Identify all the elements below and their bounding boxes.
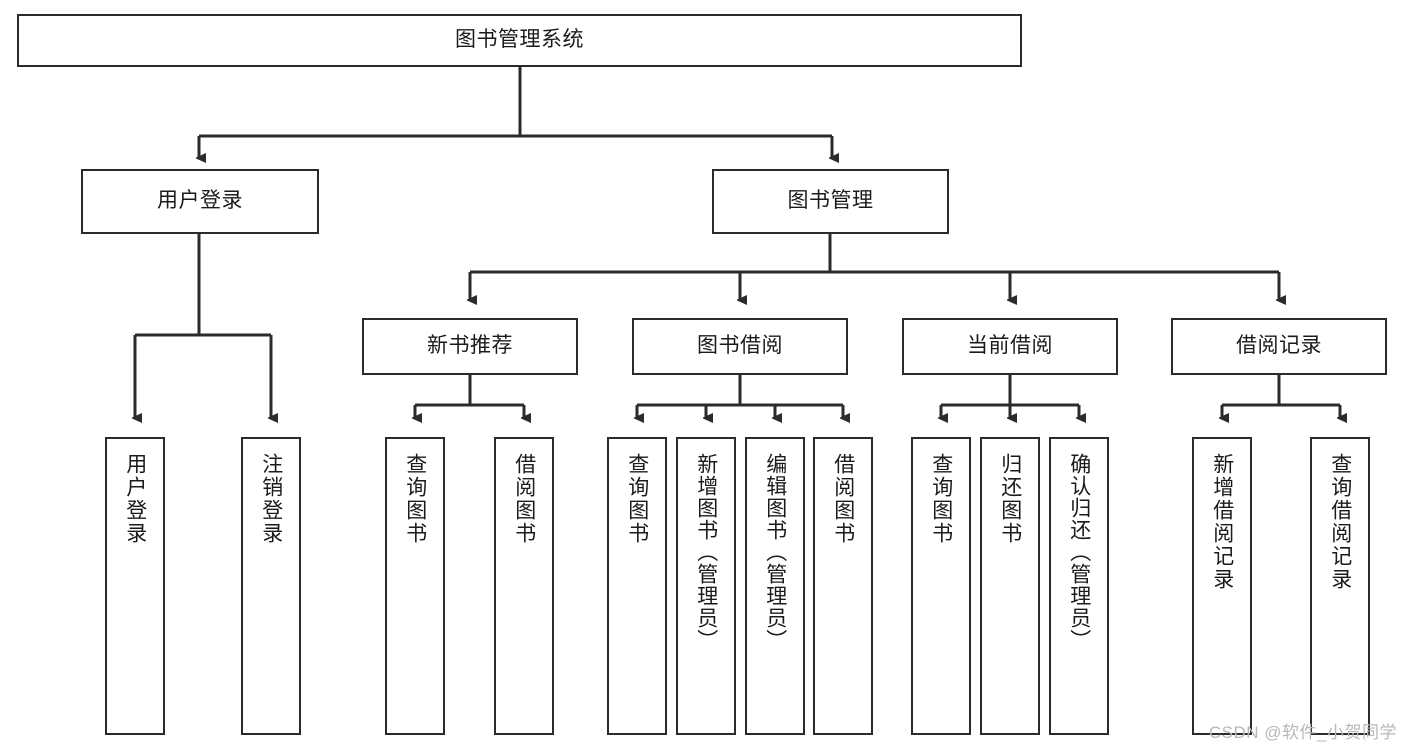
leaf-return-book[interactable]: 归还图书 — [980, 437, 1040, 735]
node-label: 归还图书 — [998, 453, 1022, 545]
node-label: 图书管理 — [787, 189, 874, 213]
node-label: 借阅图书 — [512, 453, 536, 545]
leaf-query-borrow-record[interactable]: 查询借阅记录 — [1310, 437, 1370, 735]
node-label: 图书管理系统 — [455, 28, 584, 52]
node-label: 编辑图书（管理员） — [763, 453, 787, 651]
node-new-book-recommend[interactable]: 新书推荐 — [362, 318, 578, 375]
node-label: 查询图书 — [403, 453, 427, 545]
node-book-management[interactable]: 图书管理 — [712, 169, 949, 234]
node-label: 当前借阅 — [967, 334, 1053, 358]
node-label: 查询借阅记录 — [1328, 453, 1352, 591]
node-label: 新增借阅记录 — [1210, 453, 1234, 591]
leaf-query-book-new[interactable]: 查询图书 — [385, 437, 445, 735]
leaf-edit-book-admin[interactable]: 编辑图书（管理员） — [745, 437, 805, 735]
node-current-borrow[interactable]: 当前借阅 — [902, 318, 1118, 375]
leaf-borrow-book-new[interactable]: 借阅图书 — [494, 437, 554, 735]
node-label: 用户登录 — [157, 189, 243, 213]
leaf-borrow-book[interactable]: 借阅图书 — [813, 437, 873, 735]
node-label: 确认归还（管理员） — [1067, 453, 1091, 651]
node-borrow-record[interactable]: 借阅记录 — [1171, 318, 1387, 375]
leaf-add-book-admin[interactable]: 新增图书（管理员） — [676, 437, 736, 735]
node-label: 图书借阅 — [697, 334, 783, 358]
leaf-confirm-return-admin[interactable]: 确认归还（管理员） — [1049, 437, 1109, 735]
node-label: 注销登录 — [259, 453, 283, 545]
leaf-user-login[interactable]: 用户登录 — [105, 437, 165, 735]
node-root-system[interactable]: 图书管理系统 — [17, 14, 1022, 67]
node-label: 查询图书 — [625, 453, 649, 545]
node-user-login[interactable]: 用户登录 — [81, 169, 319, 234]
node-label: 借阅记录 — [1236, 334, 1322, 358]
leaf-logout[interactable]: 注销登录 — [241, 437, 301, 735]
csdn-watermark: CSDN @软件_小贺同学 — [1208, 723, 1397, 742]
leaf-add-borrow-record[interactable]: 新增借阅记录 — [1192, 437, 1252, 735]
node-label: 新书推荐 — [427, 334, 513, 358]
node-label: 新增图书（管理员） — [694, 453, 718, 651]
leaf-query-book-current[interactable]: 查询图书 — [911, 437, 971, 735]
leaf-query-book-borrow[interactable]: 查询图书 — [607, 437, 667, 735]
node-book-borrow[interactable]: 图书借阅 — [632, 318, 848, 375]
node-label: 用户登录 — [123, 453, 147, 545]
node-label: 借阅图书 — [831, 453, 855, 545]
node-label: 查询图书 — [929, 453, 953, 545]
